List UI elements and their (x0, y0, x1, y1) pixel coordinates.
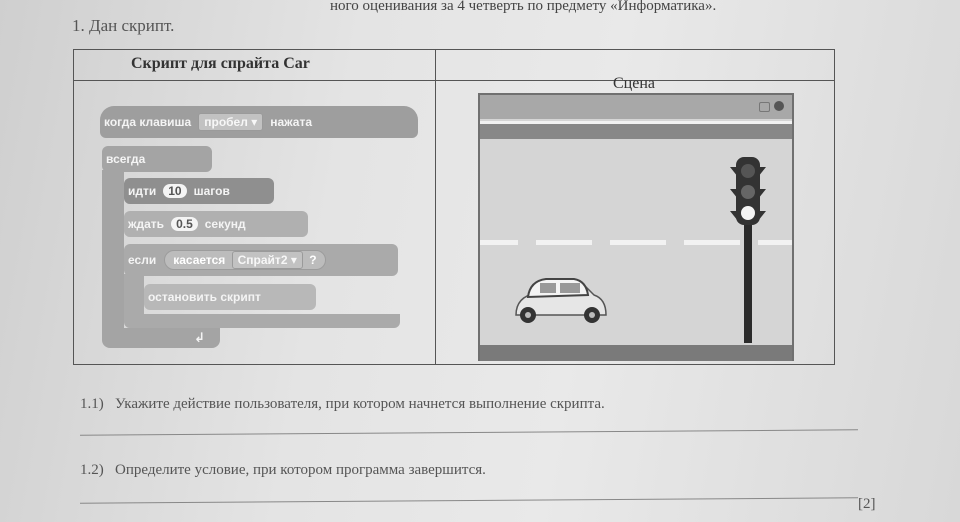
forever-arm (102, 170, 124, 330)
fullscreen-icon[interactable] (759, 102, 770, 112)
answer-line-1[interactable] (80, 429, 858, 436)
stop-script-block[interactable]: остановить скрипт (144, 284, 316, 310)
road-bottom-edge (480, 345, 792, 361)
wait-seconds-block[interactable]: ждать 0.5 секунд (124, 211, 308, 237)
stage-stop-icon[interactable] (774, 101, 784, 111)
road-top-line (480, 121, 792, 124)
scratch-script: когда клавиша пробел ▾ нажата всегда идт… (100, 84, 420, 354)
forever-block-end: ↲ (102, 328, 220, 348)
question-1-2-text: Определите условие, при котором программ… (115, 462, 486, 478)
forever-block[interactable]: всегда (102, 146, 212, 172)
key-dropdown[interactable]: пробел ▾ (198, 113, 264, 131)
stage-scene (480, 121, 792, 361)
task-title: 1. Дан скрипт. (72, 16, 175, 35)
question-1-1: 1.1) Укажите действие пользователя, при … (80, 396, 605, 413)
wait-text-1: ждать (128, 217, 165, 231)
when-key-pressed-block[interactable]: когда клавиша пробел ▾ нажата (100, 106, 418, 138)
lane-dashes (480, 240, 792, 245)
seconds-input[interactable]: 0.5 (171, 217, 198, 231)
sprite-dropdown[interactable]: Спрайт2 ▾ (231, 251, 303, 269)
move-text-1: идти (128, 184, 157, 198)
question-1-2: 1.2) Определите условие, при котором про… (80, 462, 486, 479)
traffic-light-icon (730, 157, 766, 343)
page-header: ного оценивания за 4 четверть по предмет… (330, 0, 717, 14)
question-1-1-number: 1.1) (80, 396, 104, 412)
marks-label: [2] (858, 496, 876, 512)
touching-condition[interactable]: касается Спрайт2 ▾ ? (164, 250, 326, 270)
stage-column-heading: Сцена (613, 75, 655, 92)
answer-line-2[interactable] (80, 497, 858, 504)
car-sprite-icon (515, 278, 607, 323)
move-text-2: шагов (193, 184, 230, 198)
loop-arrow-icon: ↲ (194, 330, 205, 345)
table-header-row (73, 49, 835, 81)
key-value: пробел (204, 115, 248, 129)
hat-text-2: нажата (270, 115, 313, 129)
if-touching-block[interactable]: если касается Спрайт2 ▾ ? (124, 244, 398, 276)
steps-input[interactable]: 10 (163, 184, 187, 198)
hat-text-1: когда клавиша (104, 115, 192, 129)
sprite-value: Спрайт2 (237, 253, 288, 267)
touching-question: ? (309, 253, 317, 267)
script-column-heading: Скрипт для спрайта Car (131, 55, 310, 72)
question-1-2-number: 1.2) (80, 462, 104, 478)
table-column-divider (435, 49, 436, 365)
road-top-edge (480, 123, 792, 139)
wait-text-2: секунд (204, 217, 246, 231)
task-table: Скрипт для спрайта Car Сцена (73, 49, 835, 365)
stage-toolbar (480, 95, 792, 119)
stage-panel[interactable] (478, 93, 794, 361)
if-block-end (124, 314, 400, 328)
question-1-1-text: Укажите действие пользователя, при котор… (115, 396, 605, 412)
stop-label: остановить скрипт (148, 290, 261, 304)
touching-label: касается (173, 253, 226, 267)
table-border (73, 49, 835, 365)
forever-label: всегда (106, 152, 146, 166)
move-steps-block[interactable]: идти 10 шагов (124, 178, 274, 204)
if-arm (124, 274, 144, 320)
if-label: если (128, 253, 157, 267)
